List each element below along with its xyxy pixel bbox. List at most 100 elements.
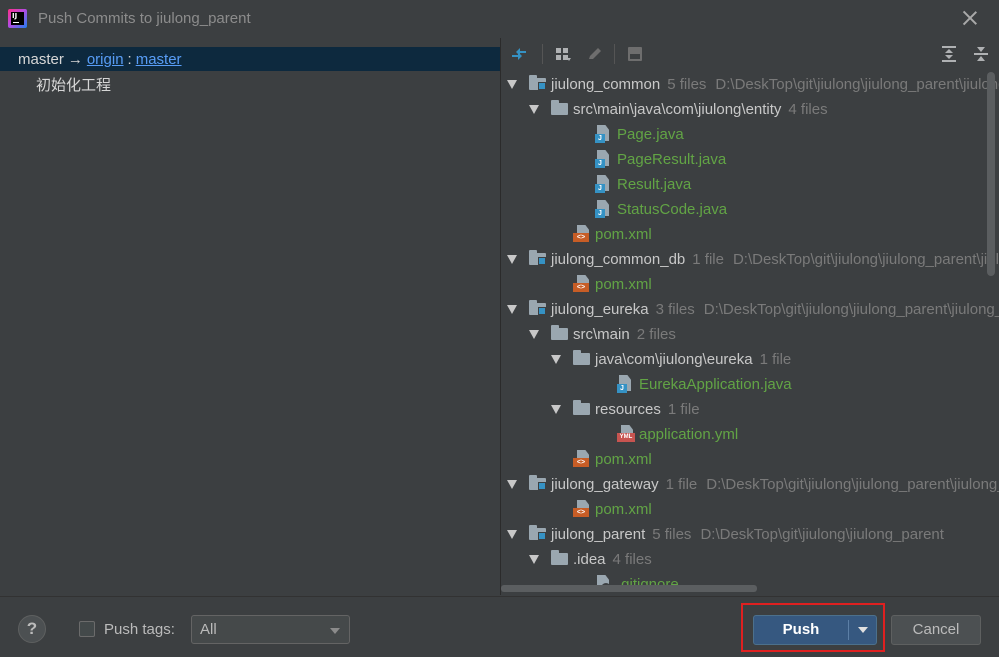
expand-triangle-icon[interactable] [507,530,517,539]
tree-item-label: pom.xml [595,447,652,472]
expand-all-icon[interactable] [940,45,958,63]
expand-triangle-icon[interactable] [507,255,517,264]
tree-file-row[interactable]: <>pom.xml [501,447,999,472]
tree-item-label: jiulong_gateway 1 file D:\DeskTop\git\jiul… [551,472,999,497]
tree-item-label: EurekaApplication.java [639,372,792,397]
tree-file-row[interactable]: <>pom.xml [501,222,999,247]
tree-item-name: EurekaApplication.java [639,376,792,393]
folder-icon [551,100,569,118]
push-tags-label: Push tags: [104,621,175,638]
commit-item[interactable]: 初始化工程 [36,76,112,94]
push-options-dropdown-icon[interactable] [858,627,868,633]
java-file-icon: J [595,150,613,168]
remote-branch-link[interactable]: master [135,50,182,68]
tree-file-row[interactable]: <>pom.xml [501,497,999,522]
xml-file-icon: <> [573,225,591,243]
collapse-all-icon[interactable] [972,45,990,63]
title-bar: IJ Push Commits to jiulong_parent [0,0,999,38]
tree-item-label: pom.xml [595,222,652,247]
tree-file-row[interactable]: <>pom.xml [501,272,999,297]
java-file-icon: J [595,175,613,193]
group-by-icon[interactable] [554,45,572,63]
folder-icon [573,400,591,418]
toolbar-separator [542,44,543,64]
expand-triangle-icon[interactable] [551,355,561,364]
tree-item-name: pom.xml [595,501,652,518]
panel-splitter[interactable] [500,38,501,595]
show-diff-icon[interactable] [626,45,644,63]
push-button-divider [848,620,849,640]
edit-icon[interactable] [586,45,604,63]
tree-item-count: 1 file [665,476,698,493]
changes-toolbar [501,38,999,70]
tree-item-count: 5 files [652,526,692,543]
yml-file-icon: YML [617,425,635,443]
cancel-button[interactable]: Cancel [891,615,981,645]
horizontal-scrollbar[interactable] [501,585,757,592]
module-folder-icon [529,250,547,268]
window-title: Push Commits to jiulong_parent [38,10,251,27]
dialog-footer: ? Push tags: All Push Cancel [0,596,999,657]
tree-item-name: src\main [573,326,630,343]
expand-triangle-icon[interactable] [551,405,561,414]
tree-item-name: jiulong_gateway [551,476,659,493]
tree-item-name: StatusCode.java [617,201,728,218]
diff-arrows-icon[interactable] [510,45,528,63]
tree-item-label: Page.java [617,122,684,147]
branch-separator: : [127,50,132,68]
close-icon[interactable] [961,9,979,27]
expand-triangle-icon[interactable] [507,80,517,89]
commits-panel: master → origin : master 初始化工程 [0,38,500,595]
tree-item-count: 4 files [788,101,828,118]
tree-item-label: pom.xml [595,272,652,297]
expand-triangle-icon[interactable] [507,305,517,314]
push-button[interactable]: Push [753,615,877,645]
tree-item-name: java\com\jiulong\eureka [595,351,753,368]
java-file-icon: J [595,125,613,143]
expand-triangle-icon[interactable] [529,555,539,564]
tree-item-path: D:\DeskTop\git\jiulong\jiulong_parent\ji… [732,251,999,268]
push-tags-checkbox[interactable] [79,621,95,637]
expand-triangle-icon[interactable] [507,480,517,489]
tags-select[interactable]: All [191,615,350,644]
remote-link[interactable]: origin [86,50,124,68]
push-highlight-box [741,603,885,652]
module-folder-icon [529,300,547,318]
tree-item-name: pom.xml [595,226,652,243]
tree-item-label: Result.java [617,172,691,197]
tree-item-path: D:\DeskTop\git\jiulong\jiulong_parent\ji… [706,476,999,493]
tree-module-row[interactable]: jiulong_gateway 1 file D:\DeskTop\git\jiul… [501,472,999,497]
tree-item-count: 5 files [667,76,707,93]
tree-item-name: jiulong_common [551,76,661,93]
help-button[interactable]: ? [18,615,46,643]
expand-triangle-icon[interactable] [529,105,539,114]
vertical-scrollbar[interactable] [987,72,995,276]
chevron-down-icon [330,628,340,634]
expand-triangle-icon[interactable] [529,330,539,339]
branch-row[interactable]: master → origin : master [0,47,500,71]
folder-icon [551,325,569,343]
